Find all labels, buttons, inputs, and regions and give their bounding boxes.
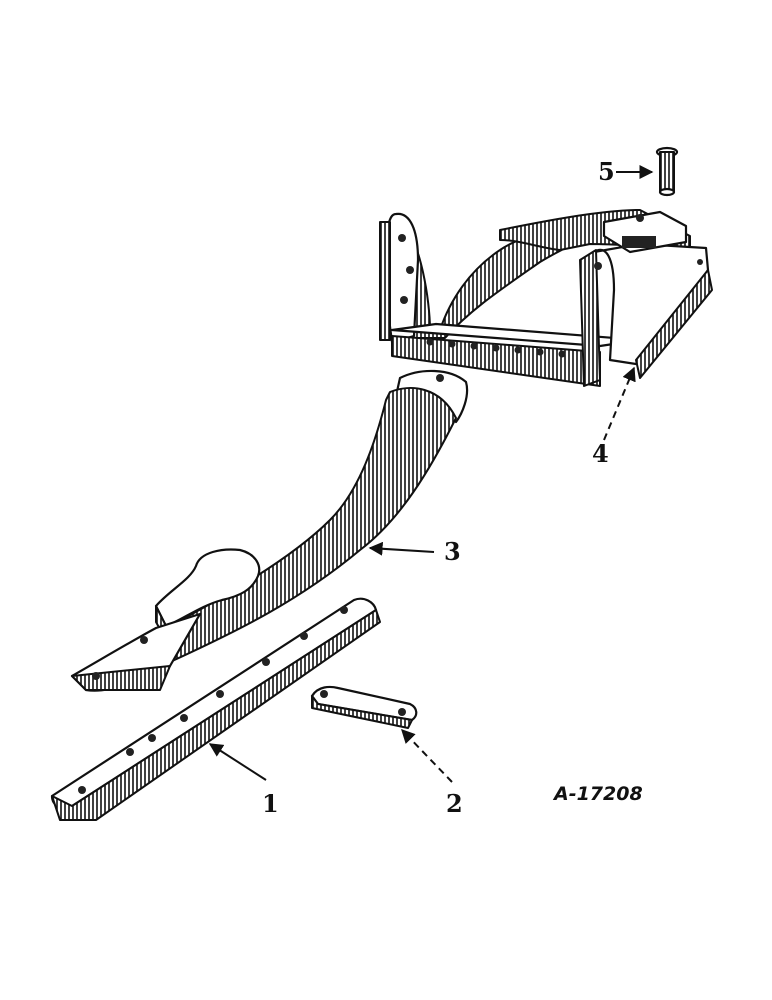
callout-4: 4 [592, 439, 609, 468]
callout-5: 5 [598, 157, 615, 186]
callout-1: 1 [262, 789, 279, 818]
part-4-seat-frame [379, 209, 713, 387]
leader-1 [208, 743, 267, 781]
part-5-pin [655, 146, 679, 197]
drawing-reference-number: A-17208 [552, 783, 643, 805]
part-3-spring-arm [70, 369, 469, 692]
leader-3 [368, 541, 435, 556]
callout-2: 2 [446, 789, 463, 818]
part-2-small-plate [310, 685, 418, 729]
callout-3: 3 [444, 537, 461, 566]
part-1-long-bar [50, 597, 381, 821]
leader-4 [603, 366, 636, 441]
leader-2 [401, 728, 453, 783]
